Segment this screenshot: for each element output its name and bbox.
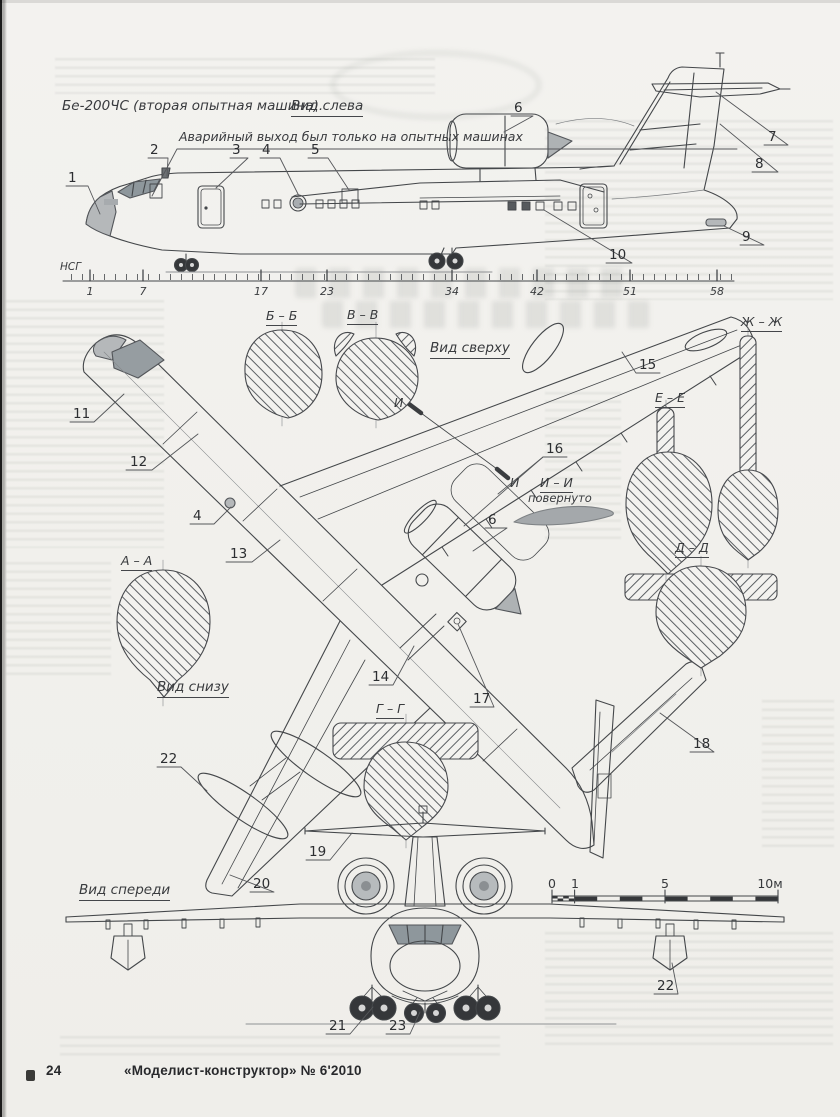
callout-number: 19 <box>309 844 327 860</box>
magazine-footer: «Моделист-конструктор» № 6'2010 <box>124 1063 362 1078</box>
callout-number: 20 <box>253 876 271 892</box>
callout-leaders <box>65 91 789 1035</box>
section-label-dd: Д – Д <box>675 541 709 558</box>
section-label-aa: А – А <box>121 554 153 571</box>
ruler-tick-label: 58 <box>710 285 724 298</box>
callout-number: 13 <box>230 546 248 562</box>
top-view-label: Вид сверху <box>430 341 510 359</box>
drawing-title: Бе-200ЧС (вторая опытная машина). <box>62 98 324 114</box>
ruler-tick-label: 1 <box>86 285 94 298</box>
section-label-ii-note: повернуто <box>528 491 592 505</box>
side-view <box>85 52 791 273</box>
ruler-tick-label: 34 <box>445 285 459 298</box>
cut-plane-marker: И <box>510 475 520 490</box>
section-label-zhzh: Ж – Ж <box>741 315 783 332</box>
scan-edge-top <box>0 0 840 3</box>
top-bottom-view <box>82 316 756 897</box>
callout-number: 6 <box>514 100 523 116</box>
page-number: 24 <box>46 1063 62 1078</box>
front-view <box>65 805 785 1025</box>
scale-bar-label: 0 <box>548 876 556 891</box>
callout-number: 6 <box>488 512 497 528</box>
cross-sections <box>116 321 779 849</box>
callout-number: 10 <box>609 247 627 263</box>
scan-artifact <box>26 1070 35 1081</box>
callout-number: 14 <box>372 669 390 685</box>
cut-plane-marker: И <box>394 395 404 410</box>
section-label-ii: И – И <box>540 476 573 493</box>
ruler-tick-label: 42 <box>530 285 544 298</box>
scan-edge <box>0 0 7 1117</box>
callout-number: 15 <box>639 357 657 373</box>
bottom-view-label: Вид снизу <box>157 680 229 698</box>
callout-number: 11 <box>73 406 91 422</box>
side-view-label: Вид слева <box>291 99 364 117</box>
ruler-datum-label: НСГ <box>60 261 82 273</box>
callout-number: 16 <box>546 441 564 457</box>
callout-number: 3 <box>232 142 241 158</box>
callout-number: 7 <box>768 129 777 145</box>
callout-number: 8 <box>755 156 764 172</box>
callout-number: 21 <box>329 1018 347 1034</box>
callout-number: 22 <box>160 751 178 767</box>
section-label-ee: Е – Е <box>655 391 685 408</box>
callout-number: 4 <box>193 508 202 524</box>
scale-bar <box>551 889 779 904</box>
callout-number: 12 <box>130 454 148 470</box>
callout-number: 9 <box>742 229 751 245</box>
scale-bar-label: 10м <box>757 876 783 891</box>
callout-number: 23 <box>389 1018 407 1034</box>
scale-bar-label: 1 <box>571 876 579 891</box>
callout-number: 1 <box>68 170 77 186</box>
ruler-tick-label: 7 <box>139 285 147 298</box>
section-label-vv: В – В <box>347 308 379 325</box>
ruler-tick-label: 17 <box>254 285 268 298</box>
callout-number: 2 <box>150 142 159 158</box>
front-view-label: Вид спереди <box>79 883 171 901</box>
station-ruler <box>62 269 735 282</box>
scale-bar-label: 5 <box>661 876 669 891</box>
ruler-tick-label: 23 <box>320 285 334 298</box>
section-label-bb: Б – Б <box>266 309 298 326</box>
callout-number: 22 <box>657 978 675 994</box>
callout-number: 4 <box>262 142 271 158</box>
callout-number: 17 <box>473 691 491 707</box>
callout-number: 18 <box>693 736 711 752</box>
section-label-gg: Г – Г <box>376 702 405 719</box>
drawing-note: Аварийный выход был только на опытных ма… <box>179 129 523 144</box>
callout-number: 5 <box>311 142 320 158</box>
ruler-tick-label: 51 <box>623 285 637 298</box>
